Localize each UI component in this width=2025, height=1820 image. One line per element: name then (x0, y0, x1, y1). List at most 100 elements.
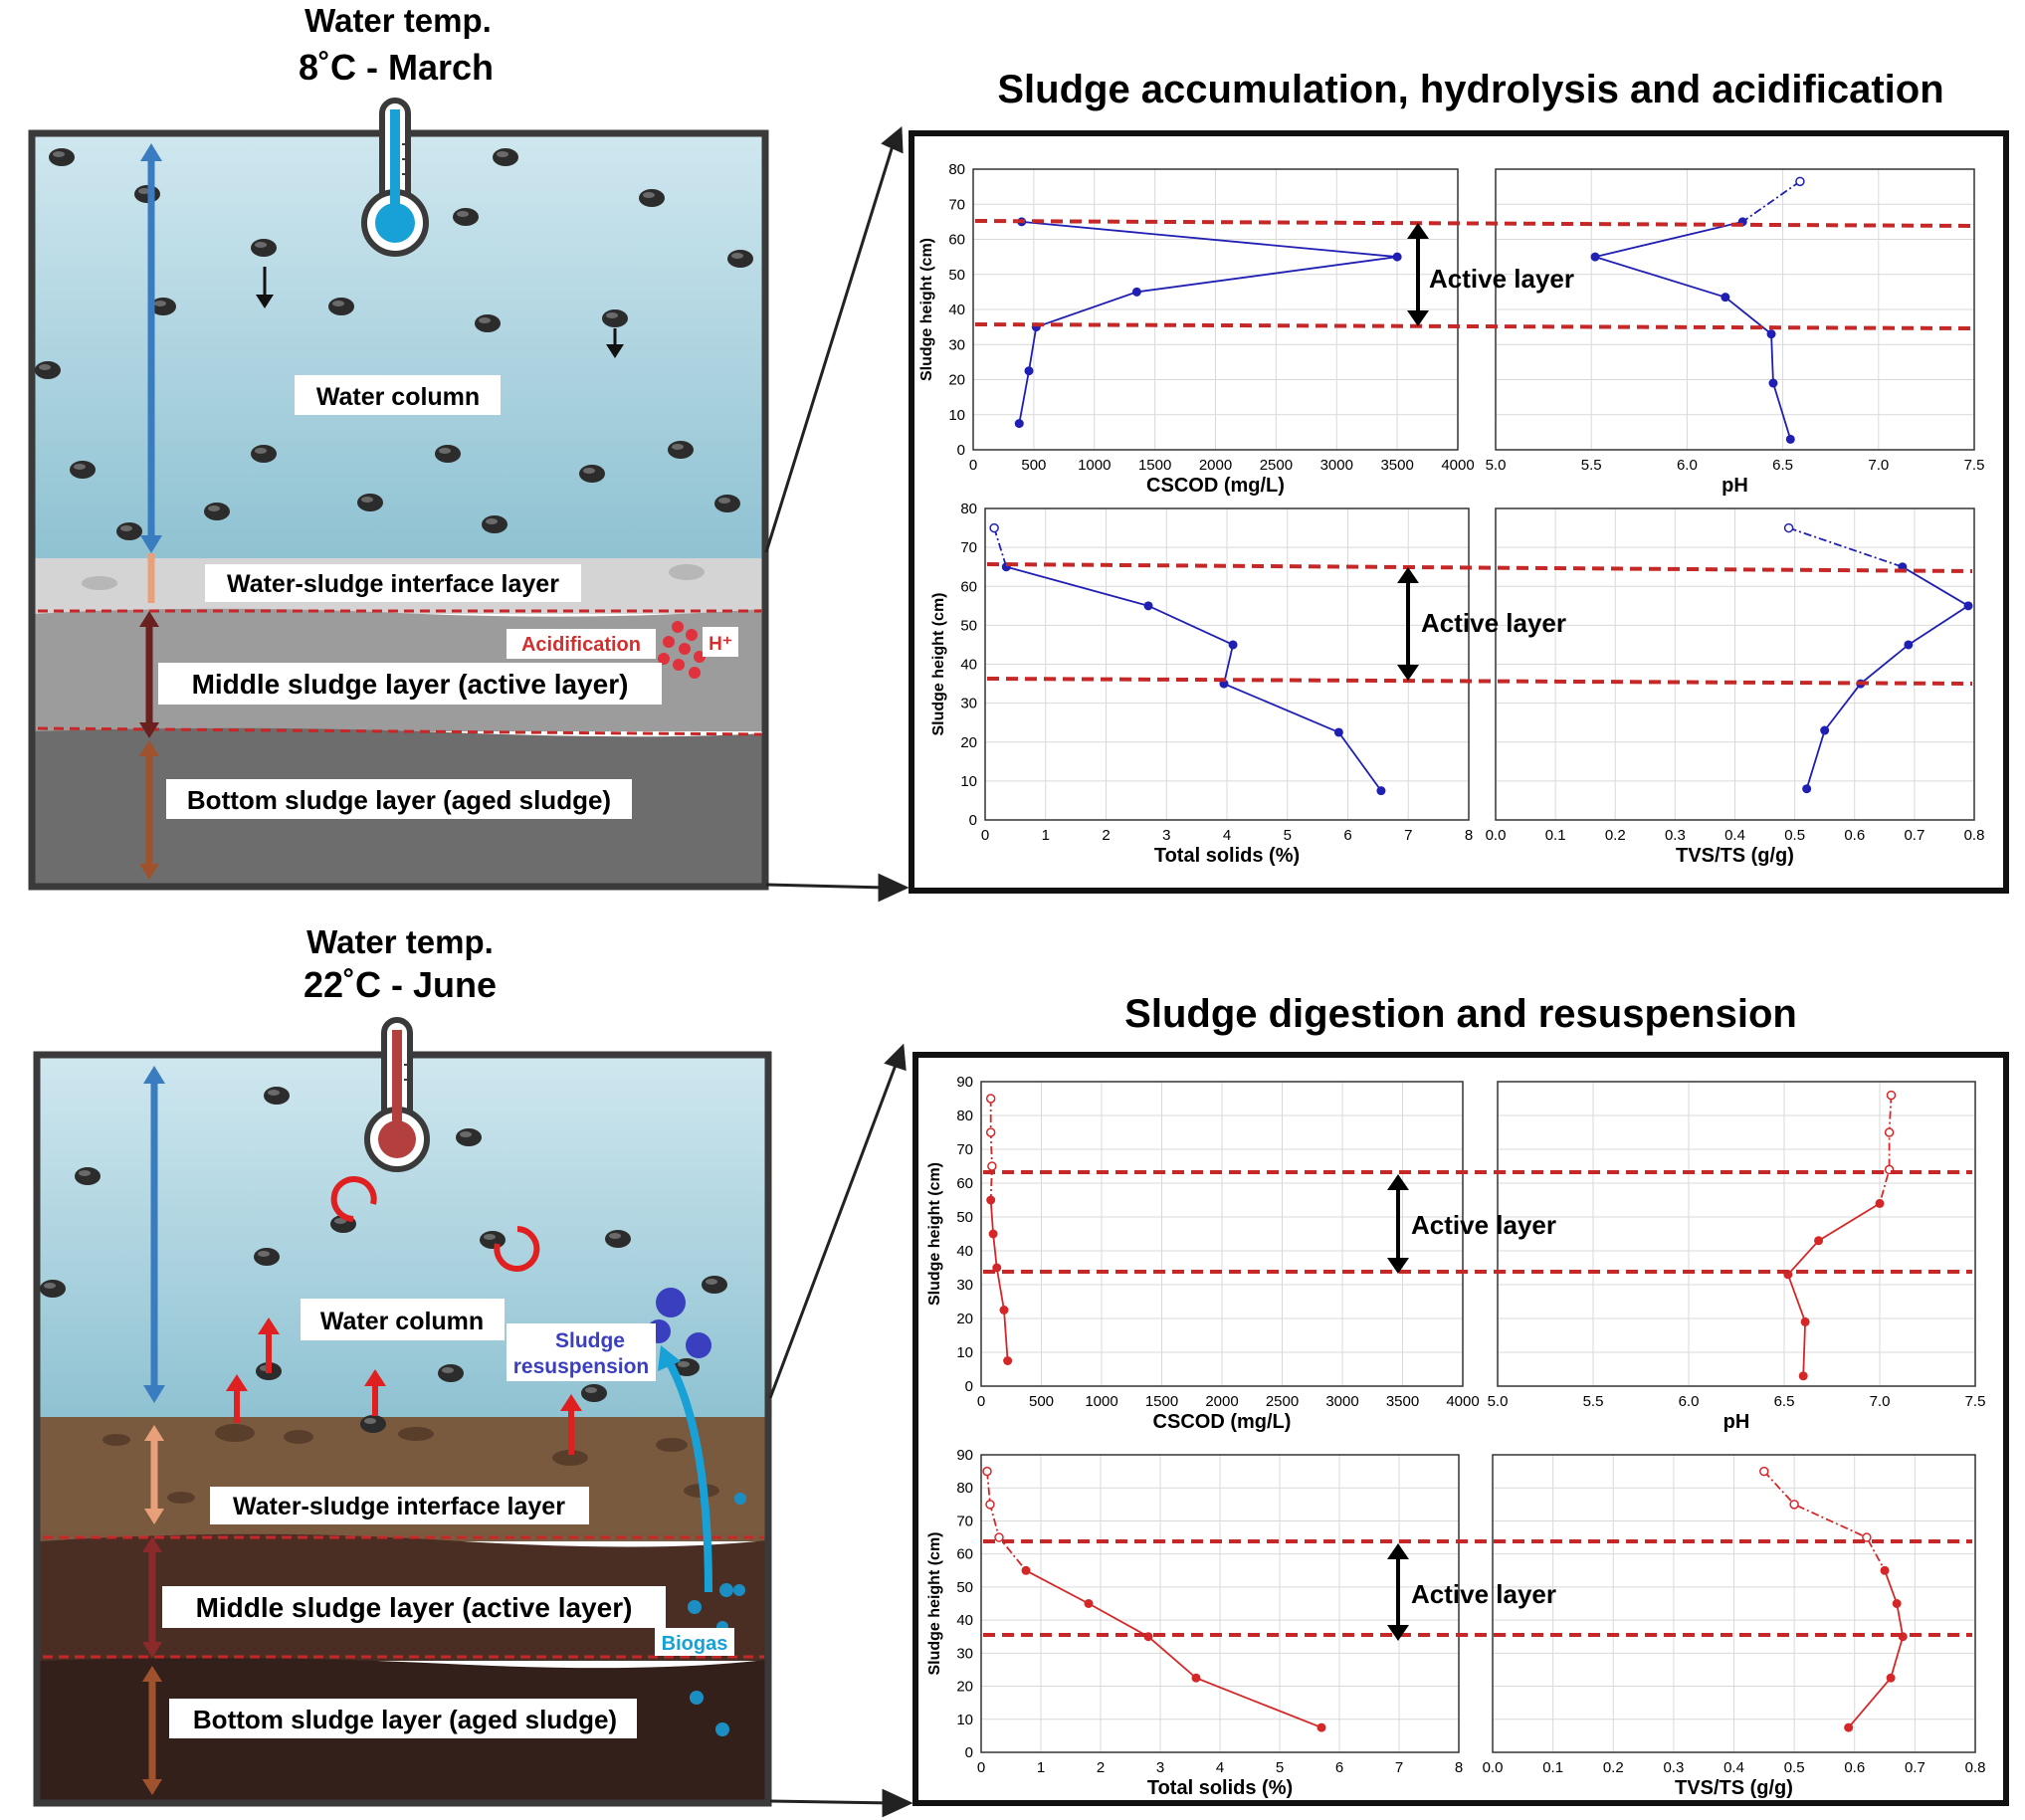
series-open-line (1788, 526, 1904, 568)
data-point (1003, 1356, 1013, 1365)
series-open-line (989, 1099, 993, 1201)
june-tank: Water column Sludge resuspension Water-s… (33, 923, 772, 1807)
x-axis-label: pH (1721, 475, 1748, 497)
data-point-open (985, 1127, 996, 1137)
x-tick-label: 3000 (1325, 1393, 1358, 1410)
x-tick-label: 1000 (1078, 457, 1111, 474)
x-tick-label: 0.2 (1603, 1759, 1624, 1776)
data-point (1800, 1316, 1810, 1326)
x-axis-label: CSCOD (mg/L) (1146, 475, 1285, 497)
active-layer-boundary (986, 677, 1973, 686)
series-line (1805, 565, 1970, 789)
y-tick-label: 0 (965, 1744, 973, 1761)
sludge-particle-icon (264, 1087, 290, 1105)
x-tick-label: 4 (1216, 1759, 1224, 1776)
x-tick-label: 0.4 (1723, 1759, 1744, 1776)
sludge-particle-icon (453, 208, 479, 226)
sludge-particle-icon (254, 1248, 280, 1266)
y-tick-label: 50 (956, 1579, 973, 1596)
x-tick-label: 5.0 (1488, 1393, 1509, 1410)
data-point-open (989, 522, 999, 533)
y-tick-label: 20 (956, 1311, 973, 1327)
data-point (986, 1195, 996, 1205)
upflow-arrow-icon (226, 1317, 582, 1455)
active-layer-double-arrow-icon (1387, 1174, 1409, 1274)
sludge-particle-highlight (706, 1279, 717, 1285)
y-axis-label: Sludge height (cm) (926, 1162, 943, 1306)
sludge-particle-highlight (364, 1418, 376, 1424)
x-tick-label: 0.3 (1665, 827, 1686, 844)
sludge-particle-icon (75, 1167, 101, 1185)
x-tick-label: 5.0 (1486, 457, 1507, 474)
y-tick-label: 20 (948, 372, 965, 389)
y-tick-label: 60 (956, 1175, 973, 1192)
data-point (1014, 419, 1024, 429)
data-point (1316, 1722, 1326, 1732)
y-axis-label: Sludge height (cm) (930, 593, 947, 736)
sludge-particle-icon (702, 1276, 727, 1294)
x-tick-label: 0.8 (1964, 827, 1985, 844)
sludge-particle-icon (116, 522, 142, 540)
sludge-particle-icon (70, 461, 96, 479)
sludge-particle-highlight (606, 312, 618, 318)
sludge-particle-highlight (486, 518, 498, 524)
march-panel-title: Sludge accumulation, hydrolysis and acid… (997, 68, 1943, 111)
y-tick-label: 70 (948, 196, 965, 213)
sludge-particle-icon (35, 361, 61, 379)
data-point-open (1759, 1466, 1769, 1477)
x-tick-label: 3000 (1320, 457, 1353, 474)
data-point (1191, 1673, 1201, 1683)
y-tick-label: 10 (960, 773, 977, 790)
x-tick-label: 5.5 (1583, 1393, 1604, 1410)
y-tick-label: 30 (956, 1277, 973, 1294)
data-point-open (1886, 1090, 1897, 1101)
data-point (1875, 1198, 1885, 1208)
series-line (1018, 220, 1398, 424)
series-open-line (1741, 180, 1801, 223)
sludge-particle-highlight (255, 448, 267, 454)
thermometer-warm-icon (364, 1017, 430, 1172)
sludge-particle-highlight (585, 1387, 597, 1393)
x-tick-label: 0.5 (1784, 1759, 1805, 1776)
march-middle-layer-label: Middle sludge layer (active layer) (192, 669, 629, 700)
sludge-particle-highlight (361, 497, 373, 503)
active-layer-label: Active layer (1411, 1210, 1556, 1240)
data-point (1844, 1722, 1854, 1732)
y-tick-label: 70 (960, 539, 977, 556)
plot-frame (980, 1081, 1464, 1387)
x-tick-label: 0.0 (1486, 827, 1507, 844)
series-open-line (1763, 1471, 1886, 1571)
x-tick-label: 6.5 (1774, 1393, 1795, 1410)
x-tick-label: 6 (1335, 1759, 1343, 1776)
sludge-particle-highlight (53, 151, 65, 157)
data-point (1880, 1565, 1890, 1575)
plot-frame (980, 1454, 1460, 1753)
x-tick-label: 0.7 (1905, 1759, 1925, 1776)
plot-frame (984, 507, 1470, 821)
sludge-particle-highlight (583, 468, 595, 474)
y-tick-label: 80 (948, 161, 965, 178)
x-tick-label: 4 (1223, 827, 1231, 844)
data-point-open (994, 1532, 1004, 1542)
june-temp-value: 22˚C - June (304, 964, 497, 1005)
data-point (1785, 434, 1795, 444)
june-middle-arrow-icon (142, 1536, 162, 1658)
data-point (1886, 1673, 1896, 1683)
sludge-particle-icon (49, 148, 75, 166)
data-point (988, 1229, 998, 1239)
x-tick-label: 0 (969, 457, 977, 474)
data-point (1084, 1599, 1094, 1608)
y-tick-label: 30 (960, 696, 977, 712)
x-axis-label: TVS/TS (g/g) (1676, 845, 1794, 867)
march-bottom-layer-label: Bottom sludge layer (aged sludge) (187, 785, 611, 815)
x-tick-label: 0.1 (1545, 827, 1566, 844)
sludge-particle-highlight (731, 253, 743, 259)
x-tick-label: 0.4 (1724, 827, 1745, 844)
data-point-open (987, 1161, 997, 1171)
